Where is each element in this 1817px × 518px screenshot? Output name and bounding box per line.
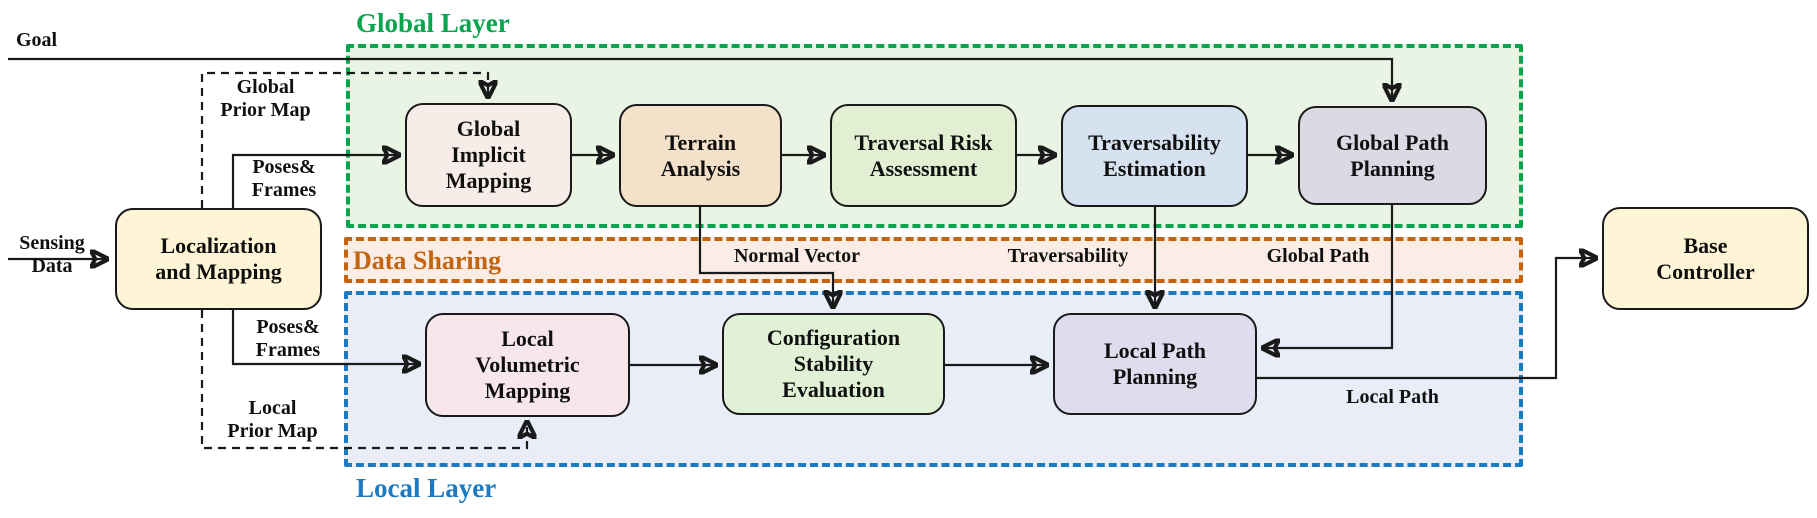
node-traversability-estimation-label: Traversability Estimation: [1088, 130, 1221, 181]
label-global-prior-map: Global Prior Map: [220, 76, 311, 121]
label-poses-frames-bottom: Poses& Frames: [255, 316, 321, 361]
data-sharing-title: Data Sharing: [353, 246, 502, 275]
node-local-path-planning-label: Local Path Planning: [1103, 338, 1207, 389]
label-poses-frames-top: Poses& Frames: [251, 156, 317, 201]
node-localization-and-mapping: Localization and Mapping: [115, 208, 322, 310]
node-global-path-planning: Global Path Planning: [1298, 106, 1487, 205]
node-terrain-analysis: Terrain Analysis: [619, 104, 782, 207]
label-normal-vector: Normal Vector: [733, 245, 861, 267]
node-terrain-analysis-label: Terrain Analysis: [660, 129, 741, 181]
label-local-path: Local Path: [1346, 386, 1439, 408]
node-configuration-stability-evaluation: Configuration Stability Evaluation: [722, 313, 945, 415]
global-layer-title: Global Layer: [356, 8, 510, 38]
node-base-controller: Base Controller: [1602, 207, 1809, 310]
local-layer-title: Local Layer: [356, 473, 497, 503]
label-traversability: Traversability: [1007, 245, 1129, 267]
label-local-prior-map: Local Prior Map: [227, 397, 318, 442]
node-local-path-planning: Local Path Planning: [1053, 313, 1257, 415]
node-base-controller-label: Base Controller: [1656, 232, 1755, 284]
node-traversal-risk-assessment-label: Traversal Risk Assessment: [854, 129, 993, 181]
node-global-path-planning-label: Global Path Planning: [1335, 129, 1450, 181]
node-global-implicit-mapping-label: Global Implicit Mapping: [445, 116, 532, 193]
node-local-volumetric-mapping: Local Volumetric Mapping: [425, 313, 630, 417]
node-global-implicit-mapping: Global Implicit Mapping: [405, 103, 572, 207]
node-configuration-stability-evaluation-label: Configuration Stability Evaluation: [766, 325, 901, 402]
label-sensing-data: Sensing Data: [19, 232, 85, 277]
label-global-path: Global Path: [1266, 245, 1370, 267]
node-localization-and-mapping-label: Localization and Mapping: [155, 233, 282, 284]
node-traversability-estimation: Traversability Estimation: [1061, 105, 1248, 207]
label-goal: Goal: [16, 29, 58, 51]
node-local-volumetric-mapping-label: Local Volumetric Mapping: [475, 326, 580, 403]
node-traversal-risk-assessment: Traversal Risk Assessment: [830, 104, 1017, 207]
